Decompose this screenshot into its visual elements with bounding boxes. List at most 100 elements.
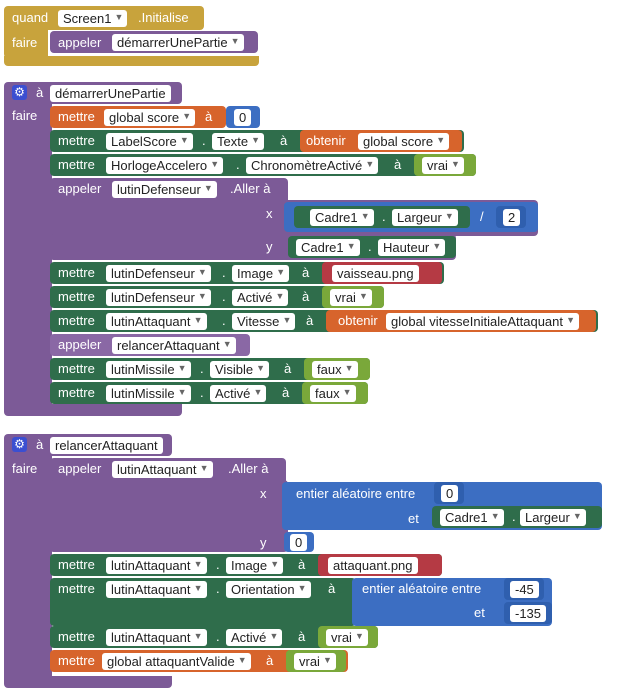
logic-dropdown[interactable]: vrai▼ xyxy=(330,289,372,306)
triangle-down-icon: ▼ xyxy=(344,363,354,373)
call-keyword: appeler xyxy=(58,181,102,196)
dot-label: . xyxy=(222,289,226,304)
proc1-name-field[interactable]: démarrerUnePartie xyxy=(50,85,171,102)
component-dropdown[interactable]: lutinMissile▼ xyxy=(106,361,191,378)
gear-icon[interactable]: ⚙ xyxy=(12,85,27,100)
to-keyword: à xyxy=(328,581,336,596)
triangle-down-icon: ▼ xyxy=(436,135,446,145)
component-dropdown[interactable]: HorlogeAccelero▼ xyxy=(106,157,224,174)
var-dropdown[interactable]: global vitesseInitialeAttaquant▼ xyxy=(386,313,580,330)
dot-label: . xyxy=(200,361,204,376)
and-label: et xyxy=(474,605,485,620)
component-dropdown[interactable]: lutinDefenseur▼ xyxy=(106,289,211,306)
property-dropdown[interactable]: Visible▼ xyxy=(210,361,270,378)
method-label: .Aller à xyxy=(230,181,271,196)
event-name-label: .Initialise xyxy=(138,10,189,25)
triangle-down-icon: ▼ xyxy=(432,241,442,251)
component-dropdown[interactable]: lutinDefenseur▼ xyxy=(112,181,217,198)
proc2-do-label: faire xyxy=(12,461,38,476)
property-dropdown[interactable]: Texte▼ xyxy=(212,133,265,150)
x-label: x xyxy=(266,206,273,221)
triangle-down-icon: ▼ xyxy=(360,211,370,221)
component-dropdown[interactable]: lutinAttaquant▼ xyxy=(106,581,207,598)
to-keyword: à xyxy=(302,289,310,304)
logic-dropdown[interactable]: vrai▼ xyxy=(326,629,368,646)
triangle-down-icon: ▼ xyxy=(276,267,286,277)
logic-dropdown[interactable]: vrai▼ xyxy=(422,157,464,174)
set-keyword: mettre xyxy=(58,653,95,668)
property-dropdown[interactable]: Image▼ xyxy=(226,557,284,574)
var-dropdown[interactable]: global score▼ xyxy=(358,133,450,150)
number-field[interactable]: 0 xyxy=(441,485,459,502)
dot-label: . xyxy=(222,265,226,280)
property-dropdown[interactable]: Activé▼ xyxy=(232,289,289,306)
logic-dropdown[interactable]: faux▼ xyxy=(312,361,358,378)
property-dropdown[interactable]: Largeur▼ xyxy=(392,209,458,226)
component-dropdown[interactable]: lutinAttaquant▼ xyxy=(106,629,207,646)
component-dropdown[interactable]: lutinAttaquant▼ xyxy=(106,557,207,574)
property-dropdown[interactable]: Largeur▼ xyxy=(520,509,586,526)
component-dropdown[interactable]: LabelScore▼ xyxy=(106,133,193,150)
call-proc-dropdown[interactable]: relancerAttaquant▼ xyxy=(112,337,236,354)
number-field[interactable]: 0 xyxy=(234,109,252,126)
triangle-down-icon: ▼ xyxy=(193,559,203,569)
dot-label: . xyxy=(200,385,204,400)
proc1-to-label: à xyxy=(36,85,44,100)
number-field[interactable]: 0 xyxy=(290,534,308,551)
component-dropdown[interactable]: lutinMissile▼ xyxy=(106,385,191,402)
component-dropdown[interactable]: lutinDefenseur▼ xyxy=(106,265,211,282)
to-keyword: à xyxy=(394,157,402,172)
property-dropdown[interactable]: Activé▼ xyxy=(210,385,267,402)
procedure-demarrerunepartie-body xyxy=(4,100,52,412)
triangle-down-icon: ▼ xyxy=(251,135,261,145)
event-do-label: faire xyxy=(12,35,38,50)
proc2-name-field[interactable]: relancerAttaquant xyxy=(50,437,163,454)
triangle-down-icon: ▼ xyxy=(197,267,207,277)
set-keyword: mettre xyxy=(58,629,95,644)
event-component-dropdown[interactable]: Screen1▼ xyxy=(58,10,128,27)
component-dropdown[interactable]: Cadre1▼ xyxy=(440,509,504,526)
property-dropdown[interactable]: Vitesse▼ xyxy=(232,313,296,330)
call-proc-dropdown[interactable]: démarrerUnePartie▼ xyxy=(112,34,244,51)
var-dropdown[interactable]: global attaquantValide▼ xyxy=(102,653,251,670)
property-dropdown[interactable]: Orientation▼ xyxy=(226,581,311,598)
procedure-demarrerunepartie-footer xyxy=(4,404,182,416)
to-keyword: à xyxy=(284,361,292,376)
component-dropdown[interactable]: lutinAttaquant▼ xyxy=(106,313,207,330)
method-label: .Aller à xyxy=(228,461,269,476)
random-label: entier aléatoire entre xyxy=(296,486,416,501)
random-label: entier aléatoire entre xyxy=(362,581,482,596)
triangle-down-icon: ▼ xyxy=(114,12,124,22)
triangle-down-icon: ▼ xyxy=(193,583,203,593)
triangle-down-icon: ▼ xyxy=(203,183,213,193)
triangle-down-icon: ▼ xyxy=(451,159,460,169)
triangle-down-icon: ▼ xyxy=(199,463,209,473)
number-field[interactable]: 2 xyxy=(503,209,521,226)
logic-dropdown[interactable]: vrai▼ xyxy=(294,653,336,670)
to-keyword: à xyxy=(298,557,306,572)
procedure-relancerattaquant-footer xyxy=(4,676,172,688)
var-dropdown[interactable]: global score▼ xyxy=(104,109,196,126)
triangle-down-icon: ▼ xyxy=(323,655,332,665)
property-dropdown[interactable]: Hauteur▼ xyxy=(378,239,446,256)
property-dropdown[interactable]: Activé▼ xyxy=(226,629,283,646)
set-keyword: mettre xyxy=(58,265,95,280)
set-keyword: mettre xyxy=(58,133,95,148)
component-dropdown[interactable]: lutinAttaquant▼ xyxy=(112,461,213,478)
logic-dropdown[interactable]: faux▼ xyxy=(310,385,356,402)
dot-label: . xyxy=(368,239,372,254)
number-field[interactable]: -45 xyxy=(510,581,539,598)
component-dropdown[interactable]: Cadre1▼ xyxy=(296,239,360,256)
triangle-down-icon: ▼ xyxy=(182,111,192,121)
event-block-body xyxy=(4,26,48,58)
text-field[interactable]: vaisseau.png xyxy=(332,265,419,282)
number-field[interactable]: -135 xyxy=(510,605,547,622)
triangle-down-icon: ▼ xyxy=(256,363,266,373)
triangle-down-icon: ▼ xyxy=(365,159,375,169)
gear-icon[interactable]: ⚙ xyxy=(12,437,27,452)
call-keyword: appeler xyxy=(58,337,102,352)
property-dropdown[interactable]: Image▼ xyxy=(232,265,290,282)
component-dropdown[interactable]: Cadre1▼ xyxy=(310,209,374,226)
property-dropdown[interactable]: ChronomètreActivé▼ xyxy=(246,157,379,174)
text-field[interactable]: attaquant.png xyxy=(328,557,418,574)
